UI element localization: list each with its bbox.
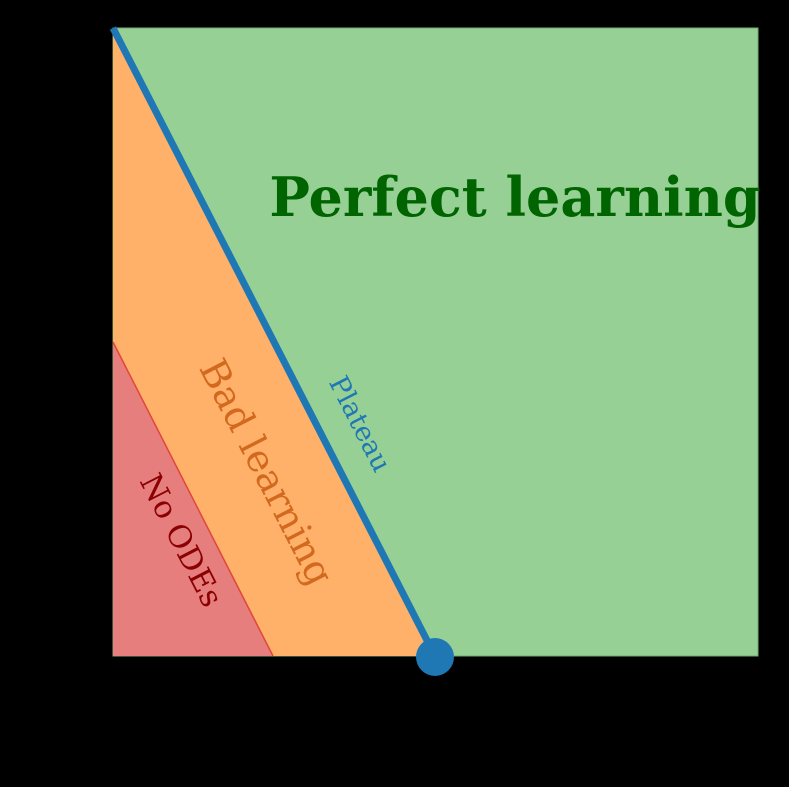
label-perfect-learning: Perfect learning — [269, 165, 760, 229]
plateau-line — [109, 26, 439, 658]
no-odes-boundary — [112, 341, 274, 657]
critical-point-marker — [416, 638, 454, 676]
